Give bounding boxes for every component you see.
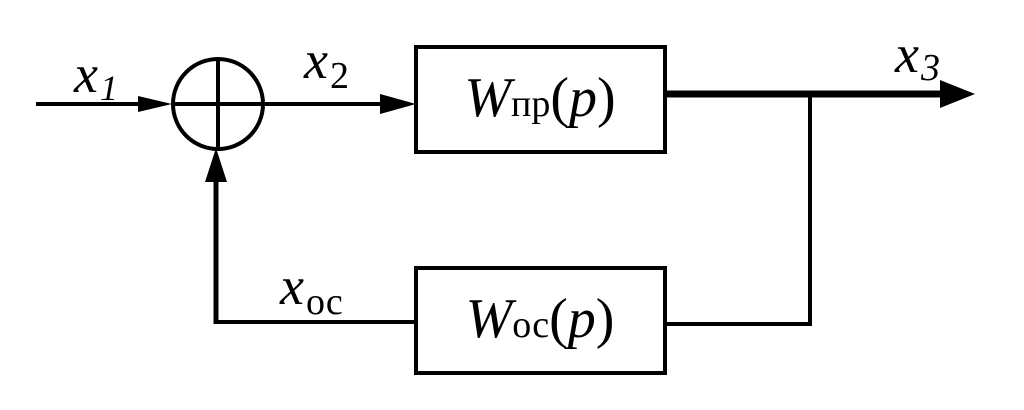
signal-xos-main: x (279, 256, 304, 316)
input-line (36, 96, 172, 112)
signal-x2-sub: 2 (330, 55, 349, 97)
signal-x1-sub: 1 (100, 68, 118, 108)
signal-x2-main: x (303, 30, 328, 90)
forward-block-close: ) (597, 67, 616, 129)
arrow-head-icon (940, 80, 975, 108)
signal-x3-main: x (894, 24, 919, 84)
forward-block-label: Wпр(p) (464, 67, 615, 129)
summing-junction-icon (171, 57, 265, 151)
arrow-head-icon (205, 148, 227, 182)
forward-block-open: ( (550, 67, 569, 129)
output-line (665, 80, 975, 108)
forward-input-line (263, 94, 416, 114)
signal-label-x1: x1 (73, 44, 118, 108)
signal-label-x3: x3 (894, 24, 940, 89)
arrow-head-icon (138, 96, 172, 112)
signal-xos-sub: ос (306, 281, 343, 323)
arrow-head-icon (380, 94, 416, 114)
feedback-block: Wос(p) (414, 266, 667, 375)
signal-label-x2: x2 (303, 30, 349, 97)
feedback-block-label: Wос(p) (466, 288, 615, 350)
forward-block-w: W (464, 67, 515, 129)
feedback-block-w: W (466, 288, 517, 350)
signal-label-xos: xос (279, 256, 343, 323)
feedback-block-open: ( (549, 288, 568, 350)
signal-x3-sub: 3 (920, 47, 940, 89)
forward-block-sub: пр (511, 83, 550, 125)
feedback-return-line (205, 148, 416, 324)
signal-x1-main: x (73, 44, 98, 104)
feedback-block-arg: p (564, 288, 596, 350)
forward-block: Wпр(p) (414, 45, 667, 154)
feedback-block-close: ) (596, 288, 615, 350)
feedback-block-sub: ос (512, 304, 549, 346)
forward-block-arg: p (565, 67, 597, 129)
